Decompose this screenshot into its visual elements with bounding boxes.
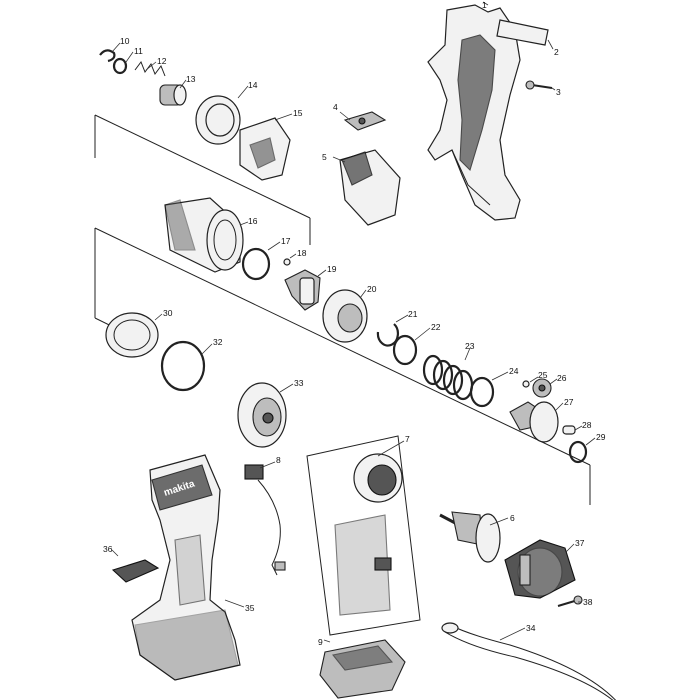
callout-7: 7 xyxy=(405,434,410,444)
callout-8: 8 xyxy=(276,455,281,465)
callout-32: 32 xyxy=(213,337,223,347)
callout-2: 2 xyxy=(554,47,559,57)
part-spring-23 xyxy=(422,354,474,401)
part-gear-26 xyxy=(532,378,552,398)
part-switch-5 xyxy=(339,149,401,226)
part-spring-12 xyxy=(134,60,166,77)
callout-18: 18 xyxy=(297,248,307,258)
callout-14: 14 xyxy=(248,80,258,90)
callout-24: 24 xyxy=(509,366,519,376)
callout-5: 5 xyxy=(322,152,327,162)
part-ring-30 xyxy=(105,312,159,358)
callout-26: 26 xyxy=(557,373,567,383)
part-hammer-case-16 xyxy=(164,197,244,273)
callout-30: 30 xyxy=(163,308,173,318)
callout-21: 21 xyxy=(408,309,418,319)
callout-12: 12 xyxy=(157,56,167,66)
part-sleeve-13 xyxy=(159,84,187,106)
part-cover-15 xyxy=(239,117,291,181)
callout-28: 28 xyxy=(582,420,592,430)
callout-16: 16 xyxy=(248,216,258,226)
part-group-box-7 xyxy=(306,435,421,636)
part-clip-10 xyxy=(99,49,116,63)
part-hammer-20 xyxy=(322,289,368,343)
callout-25: 25 xyxy=(538,370,548,380)
part-washer-24 xyxy=(469,376,495,408)
part-washer-22 xyxy=(392,334,418,366)
callout-33: 33 xyxy=(294,378,304,388)
part-housing-1 xyxy=(427,4,521,221)
part-spindle-27 xyxy=(509,401,559,443)
callout-1: 1 xyxy=(482,0,487,10)
part-lever-4 xyxy=(343,111,387,131)
callout-11: 11 xyxy=(134,46,143,56)
callout-34: 34 xyxy=(526,623,536,633)
callout-3: 3 xyxy=(556,87,561,97)
callout-labels: 1 2 3 4 5 6 7 8 9 10 11 12 13 14 15 16 1… xyxy=(103,0,606,647)
part-ring-14 xyxy=(195,95,241,145)
part-strap-34 xyxy=(441,622,617,700)
part-pin-28 xyxy=(562,425,576,435)
part-o-ring-32 xyxy=(160,340,206,392)
callout-15: 15 xyxy=(293,108,303,118)
part-cover-37 xyxy=(504,539,576,599)
part-ball-25 xyxy=(522,380,530,388)
part-housing-35: makita xyxy=(131,454,241,681)
part-wire-8 xyxy=(244,464,286,576)
part-bearing-33 xyxy=(237,382,287,448)
callout-4: 4 xyxy=(333,102,338,112)
part-ball-18 xyxy=(283,258,291,266)
leader-lines xyxy=(111,1,596,643)
callout-36: 36 xyxy=(103,544,113,554)
part-rotor-6 xyxy=(439,511,501,563)
part-screw-38 xyxy=(557,595,583,607)
callout-10: 10 xyxy=(120,36,130,46)
part-anvil-19 xyxy=(284,269,321,311)
callout-6: 6 xyxy=(510,513,515,523)
group-boundary-lines xyxy=(94,114,591,505)
callout-9: 9 xyxy=(318,637,323,647)
part-ring-11 xyxy=(112,57,128,75)
part-ring-21 xyxy=(376,323,400,347)
callout-38: 38 xyxy=(583,597,593,607)
callout-35: 35 xyxy=(245,603,255,613)
part-controller-9 xyxy=(319,639,406,699)
callout-13: 13 xyxy=(186,74,196,84)
callout-19: 19 xyxy=(327,264,337,274)
callout-27: 27 xyxy=(564,397,574,407)
part-button-36 xyxy=(111,559,160,583)
callout-29: 29 xyxy=(596,432,606,442)
part-label-plate-2 xyxy=(496,19,549,46)
part-washer-29 xyxy=(568,440,588,464)
part-screw-3 xyxy=(525,80,553,90)
part-washer-17 xyxy=(241,247,271,281)
callout-20: 20 xyxy=(367,284,377,294)
callout-23: 23 xyxy=(465,341,475,351)
callout-22: 22 xyxy=(431,322,441,332)
callout-17: 17 xyxy=(281,236,291,246)
callout-37: 37 xyxy=(575,538,585,548)
